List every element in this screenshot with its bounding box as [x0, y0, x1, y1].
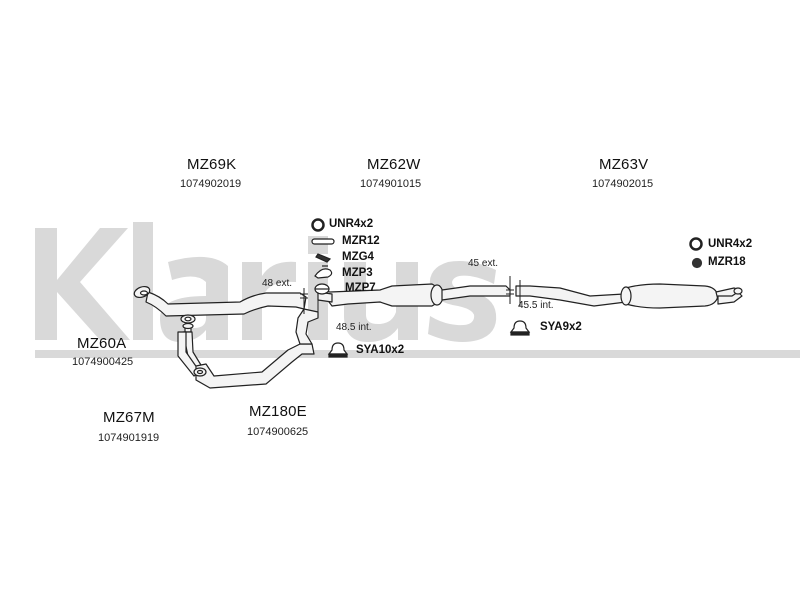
- accessory-label-unr4x2-right: UNR4x2: [708, 238, 753, 250]
- part-number-mz67m: 1074901919: [98, 432, 160, 444]
- rubber-ring-icon-right: [689, 237, 703, 251]
- dimension-label-45-ext: 45 ext.: [468, 258, 499, 269]
- accessory-icons-left: [311, 218, 349, 358]
- rear-silencer-mz63v: [515, 283, 743, 309]
- accessory-label-mzr12: MZR12: [342, 235, 380, 247]
- part-number-mz63v: 1074902015: [592, 178, 654, 190]
- accessory-label-mzp7: MZP7: [345, 282, 376, 294]
- clamp-icon-p3: [314, 265, 333, 279]
- accessory-label-sya10x2: SYA10x2: [356, 344, 405, 356]
- accessory-icons-right: [509, 237, 703, 336]
- accessory-label-mzr18: MZR18: [708, 256, 746, 268]
- hanger-icon-sya10: [327, 342, 349, 358]
- clamp-icon-p7: [314, 283, 330, 295]
- middle-pipe-mz180e: [193, 308, 319, 389]
- part-number-mz69k: 1074902019: [180, 178, 242, 190]
- watermark-logo: [35, 222, 800, 358]
- part-number-mz180e: 1074900625: [247, 426, 309, 438]
- dimension-label-48-ext: 48 ext.: [262, 278, 293, 289]
- accessory-label-mzp3: MZP3: [342, 267, 373, 279]
- part-number-mz62w: 1074901015: [360, 178, 422, 190]
- part-code-mz69k: MZ69K: [187, 156, 237, 173]
- accessory-label-sya9x2: SYA9x2: [540, 321, 582, 333]
- part-code-mz63v: MZ63V: [599, 156, 649, 173]
- hanger-icon-sya9: [509, 320, 531, 336]
- dimension-label-45-5-int: 45.5 int.: [518, 300, 554, 311]
- centre-silencer-mz62w: [317, 283, 511, 307]
- clamp-gasket-icon: [315, 253, 332, 263]
- rubber-ring-icon: [311, 218, 325, 232]
- part-number-mz60a: 1074900425: [72, 356, 134, 368]
- part-code-mz62w: MZ62W: [367, 156, 421, 173]
- part-code-mz67m: MZ67M: [103, 409, 155, 426]
- dimension-label-48-5-int: 48.5 int.: [336, 322, 372, 333]
- gasket-icon: [311, 238, 335, 245]
- accessory-label-mzg4: MZG4: [342, 251, 374, 263]
- part-code-mz60a: MZ60A: [77, 335, 127, 352]
- accessory-label-unr4x2: UNR4x2: [329, 218, 374, 230]
- part-code-mz180e: MZ180E: [249, 403, 307, 420]
- rubber-mount-icon: [691, 257, 703, 269]
- flange-mz60a: [180, 314, 196, 333]
